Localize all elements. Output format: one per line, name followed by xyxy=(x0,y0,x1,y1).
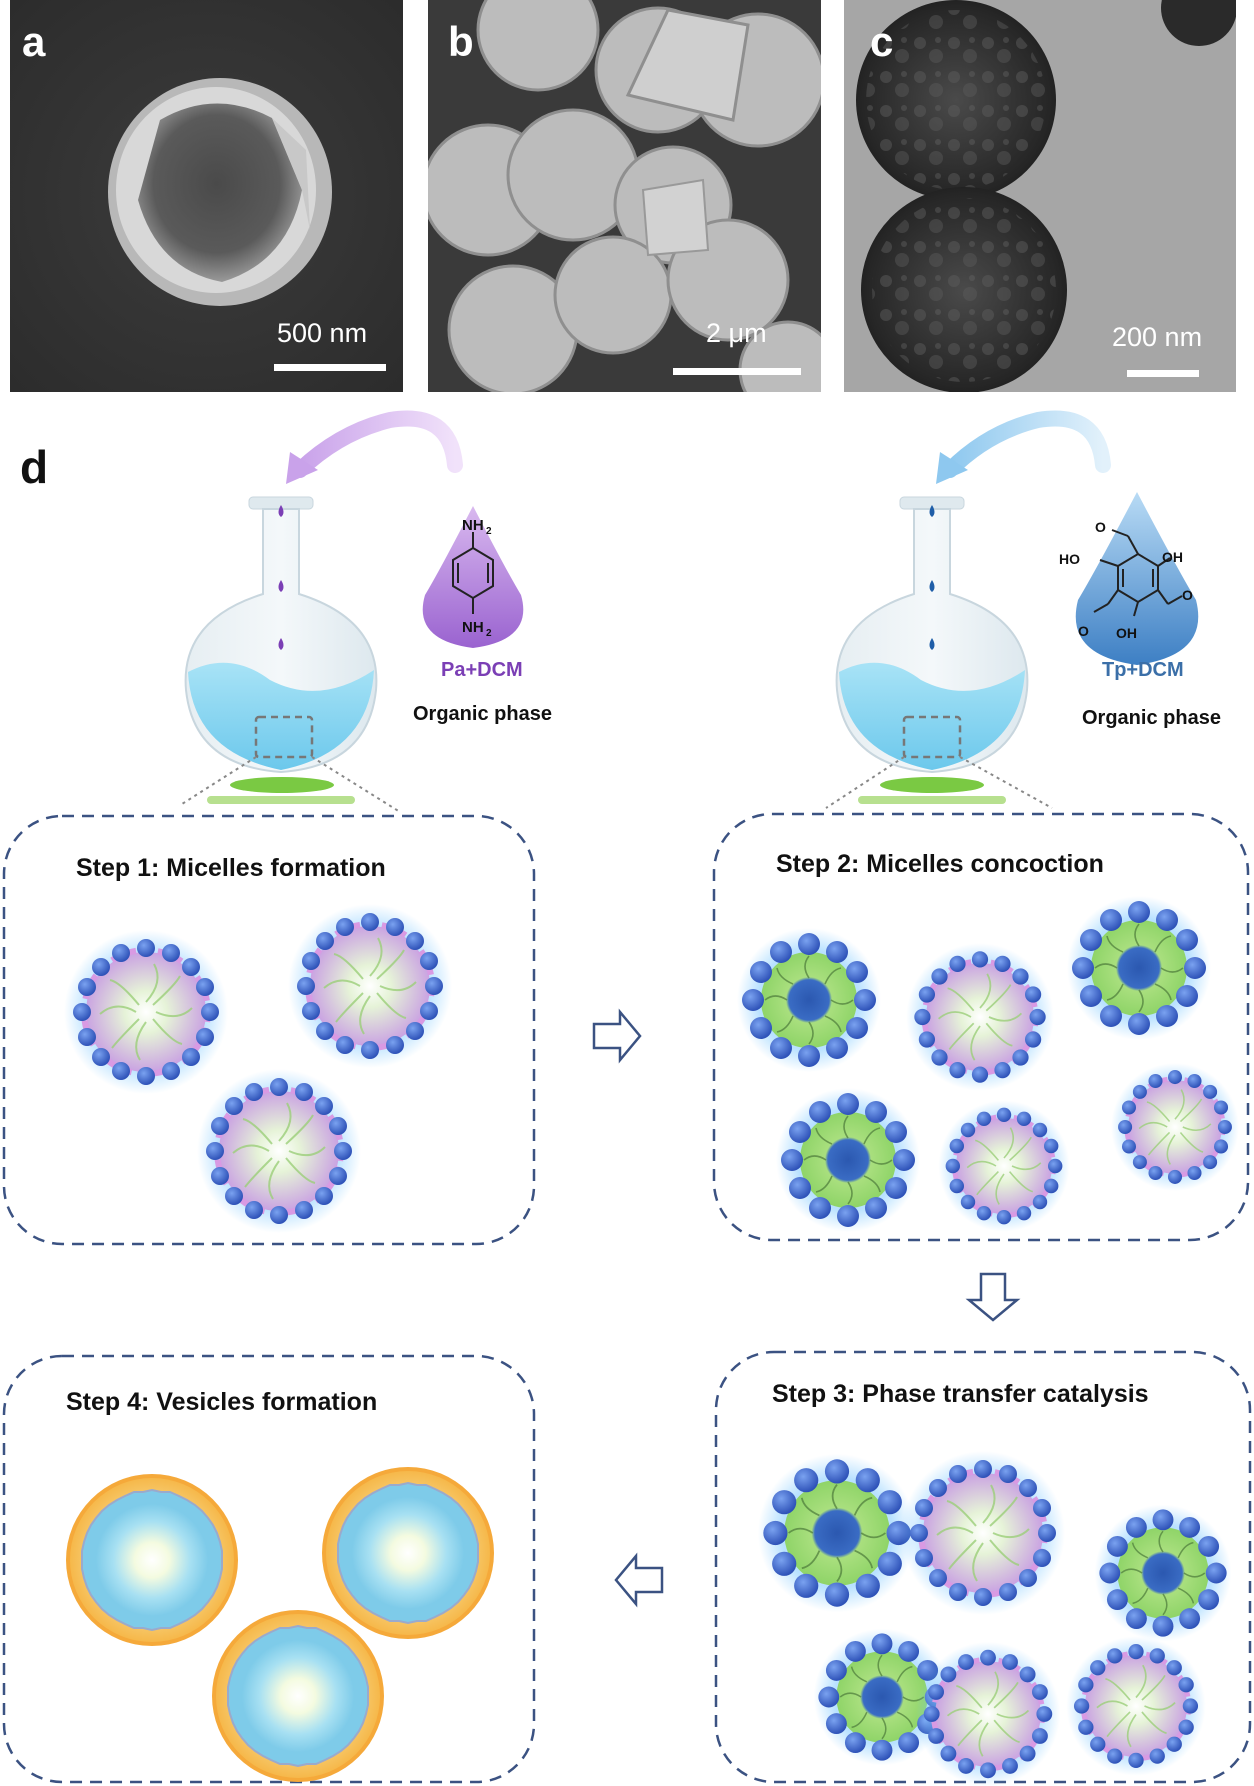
tp-ho-left: HO xyxy=(1059,551,1080,567)
vesicle xyxy=(321,1466,495,1640)
pa-nh2-bottom: NH xyxy=(462,619,484,636)
scale-label-a: 500 nm xyxy=(277,318,368,348)
step-1-box: Step 1: Micelles formation xyxy=(2,814,536,1246)
pa-micelle xyxy=(197,1069,361,1233)
tp-o-right: O xyxy=(1182,587,1193,603)
panel-label-b: b xyxy=(448,18,474,65)
sem-panel-a xyxy=(10,0,403,392)
arrow-step3-to-step4 xyxy=(614,1554,664,1606)
tp-micelle xyxy=(736,927,882,1073)
pa-micelle xyxy=(288,904,452,1068)
scale-bar-c xyxy=(1127,370,1199,377)
pa-micelle xyxy=(916,1642,1060,1786)
pa-droplet: NH 2 NH 2 xyxy=(422,506,524,648)
organic-phase-label-left: Organic phase xyxy=(413,703,552,725)
tp-droplet: O HO OH O O OH xyxy=(1059,492,1199,665)
sem-panel-b xyxy=(428,0,821,392)
pa-nh2-bottom-subscript: 2 xyxy=(486,628,492,639)
step-4-box: Step 4: Vesicles formation xyxy=(2,1354,536,1784)
arrow-step1-to-step2 xyxy=(592,1010,642,1062)
tp-micelle xyxy=(1066,895,1212,1041)
step-3-box: Step 3: Phase transfer catalysis xyxy=(714,1350,1252,1786)
tem-panel-c xyxy=(844,0,1236,392)
synthesis-scheme: d NH 2 NH 2 Pa+DCM Organic phase xyxy=(2,410,1252,1786)
pa-micelle xyxy=(1066,1636,1205,1775)
tp-oh-bottom: OH xyxy=(1116,625,1137,641)
panel-label-a: a xyxy=(22,18,46,65)
tp-oh-right: OH xyxy=(1162,549,1183,565)
pa-nh2-top-subscript: 2 xyxy=(486,526,492,537)
pa-micelle xyxy=(938,1100,1069,1231)
tp-micelle xyxy=(756,1452,918,1614)
step-4-title: Step 4: Vesicles formation xyxy=(66,1388,377,1416)
pa-nh2-top: NH xyxy=(462,517,484,534)
scale-bar-a xyxy=(274,364,386,371)
pa-micelle xyxy=(906,943,1054,1091)
pa-micelle xyxy=(64,930,228,1094)
vesicle xyxy=(65,1473,239,1647)
panel-label-d: d xyxy=(20,441,48,493)
pa-dcm-label: Pa+DCM xyxy=(441,659,523,681)
scale-label-c: 200 nm xyxy=(1112,322,1203,352)
tp-dcm-label: Tp+DCM xyxy=(1102,659,1184,681)
scale-label-b: 2 μm xyxy=(706,318,767,348)
flask-right xyxy=(825,410,1111,809)
panel-label-c: c xyxy=(870,18,894,65)
tp-micelle xyxy=(1093,1503,1233,1643)
tp-micelle xyxy=(775,1087,921,1233)
step-1-title: Step 1: Micelles formation xyxy=(76,854,386,882)
step-2-title: Step 2: Micelles concoction xyxy=(776,850,1104,878)
step-3-title: Step 3: Phase transfer catalysis xyxy=(772,1380,1149,1408)
organic-phase-label-right: Organic phase xyxy=(1082,707,1221,729)
scale-bar-b xyxy=(673,368,801,375)
arrow-step2-to-step3 xyxy=(967,1272,1019,1322)
pa-micelle xyxy=(1111,1063,1239,1191)
tp-o-left: O xyxy=(1078,623,1089,639)
vesicle xyxy=(211,1609,385,1783)
step-2-box: Step 2: Micelles concoction xyxy=(712,812,1250,1242)
flask-left xyxy=(181,410,463,813)
tp-o-top: O xyxy=(1095,519,1106,535)
pa-micelle xyxy=(901,1451,1065,1615)
